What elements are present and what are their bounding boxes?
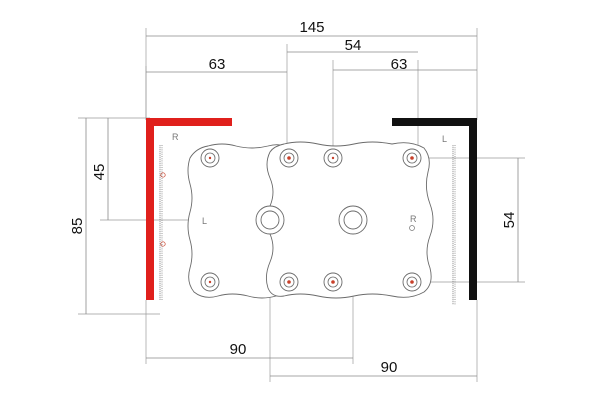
bolt-hole <box>402 272 422 292</box>
left-side-fine-print <box>159 145 163 300</box>
left-side-marker-top <box>160 172 166 178</box>
dim-bottom-right: 90 <box>381 359 398 376</box>
left-plate-label: L <box>202 216 207 226</box>
dim-bottom-left: 90 <box>230 341 247 358</box>
bolt-hole <box>323 272 343 292</box>
right-plate-label: R <box>410 214 417 224</box>
bolt-hole <box>279 148 299 168</box>
dim-total-height: 85 <box>69 218 86 235</box>
center-hole-right <box>338 205 368 235</box>
bolt-hole <box>402 148 422 168</box>
bolt-hole <box>200 272 220 292</box>
dim-right-height: 54 <box>501 212 518 229</box>
dim-left-height: 45 <box>91 164 108 181</box>
bolt-hole <box>200 148 220 168</box>
left-side-marker-bottom <box>160 241 166 247</box>
dim-overall-width: 145 <box>299 19 324 36</box>
center-hole-left <box>255 205 285 235</box>
dimension-lines <box>85 35 519 377</box>
dim-center-spacing: 54 <box>345 37 362 54</box>
dim-left-hole-spacing: 63 <box>209 56 226 73</box>
right-corner-label: L <box>442 134 447 144</box>
bolt-hole <box>279 272 299 292</box>
bolt-hole <box>323 148 343 168</box>
right-side-fine-print <box>452 145 456 305</box>
left-corner-label: R <box>172 132 179 142</box>
right-plate-small-hole <box>409 225 415 231</box>
dim-right-hole-spacing: 63 <box>391 56 408 73</box>
